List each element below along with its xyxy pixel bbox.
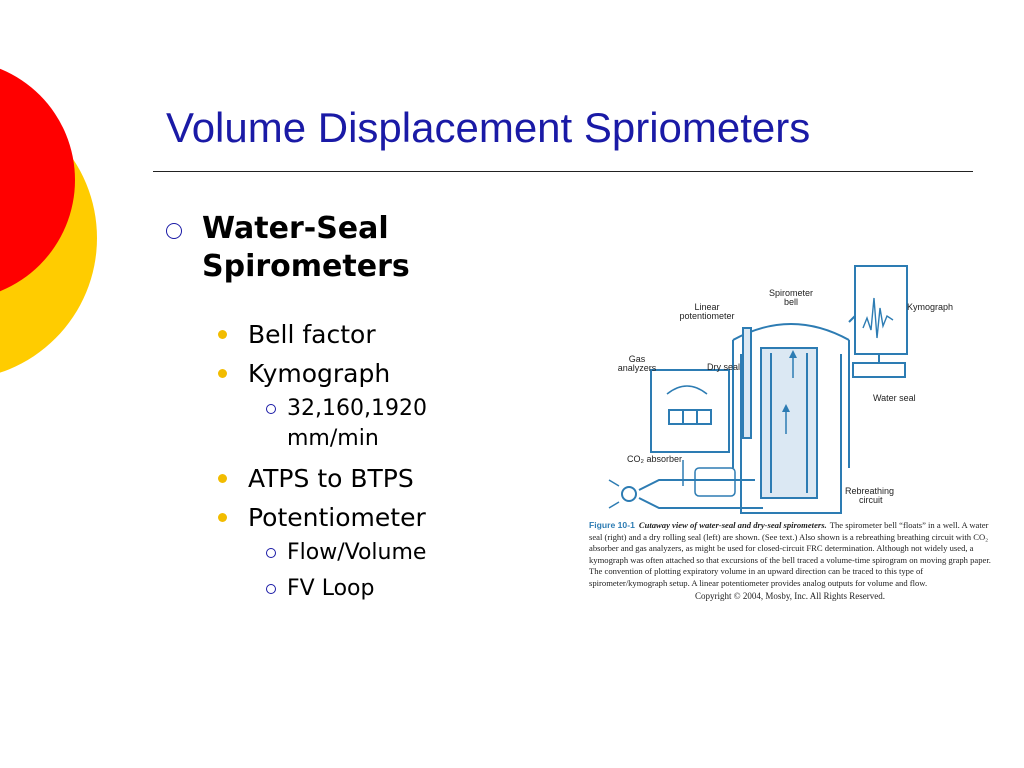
figure-label-dry-seal: Dry seal: [707, 362, 740, 372]
small-circle-bullet-icon: [266, 404, 276, 414]
slide-title: Volume Displacement Spriometers: [166, 104, 811, 151]
figure-number: Figure 10-1: [589, 520, 635, 530]
list-item: ATPS to BTPS: [218, 463, 496, 493]
spirometer-diagram: Spirometer bell Linear potentiometer Kym…: [583, 258, 993, 610]
sub-list-item: Flow/Volume: [266, 538, 496, 568]
small-circle-bullet-icon: [266, 584, 276, 594]
list-item: Bell factor: [218, 319, 496, 349]
sub-list-item-text: 32,160,1920 mm/min: [287, 396, 427, 451]
title-divider: [153, 171, 973, 172]
hollow-circle-bullet-icon: [166, 223, 182, 239]
figure-label-spirometer-bell: bell: [784, 297, 798, 307]
list-item-text: ATPS to BTPS: [248, 463, 414, 493]
figure-caption-body: The spirometer bell “floats” in a well. …: [589, 520, 991, 588]
figure-label-kymograph: Kymograph: [907, 302, 953, 312]
figure-copyright: Copyright © 2004, Mosby, Inc. All Rights…: [695, 591, 885, 601]
heading-bullet: Water-Seal Spirometers: [166, 210, 496, 286]
decorative-circles: [0, 0, 110, 420]
list-item: Potentiometer: [218, 502, 496, 532]
yellow-dot-bullet-icon: [218, 329, 227, 339]
small-circle-bullet-icon: [266, 548, 276, 558]
figure-label-water-seal: Water seal: [873, 393, 916, 403]
heading-text: Water-Seal Spirometers: [202, 211, 410, 284]
bullet-list: Water-Seal Spirometers Bell factor Kymog…: [166, 210, 496, 604]
list-item-text: Bell factor: [248, 319, 376, 349]
figure-label-rebreathing-circuit: Rebreathing: [845, 486, 894, 496]
figure-label-linear-potentiometer: Linear: [694, 302, 719, 312]
yellow-dot-bullet-icon: [218, 473, 227, 483]
sub-list-item-text: Flow/Volume: [287, 540, 427, 565]
figure-caption-title: Cutaway view of water-seal and dry-seal …: [638, 520, 827, 530]
list-item: Kymograph: [218, 358, 496, 388]
figure-label-spirometer-bell: Spirometer: [769, 288, 813, 298]
figure-label-gas-analyzers: Gas: [629, 354, 646, 364]
figure-label-rebreathing-circuit: circuit: [859, 495, 883, 505]
figure-label-gas-analyzers: analyzers: [618, 363, 657, 373]
sub-list-item: FV Loop: [266, 574, 496, 604]
figure-label-linear-potentiometer: potentiometer: [679, 311, 734, 321]
list-item-text: Kymograph: [248, 358, 391, 388]
list-item-text: Potentiometer: [248, 502, 426, 532]
yellow-dot-bullet-icon: [218, 512, 227, 522]
sub-list-item-text: FV Loop: [287, 576, 375, 601]
sub-list-item: 32,160,1920 mm/min: [266, 394, 496, 454]
figure-label-co2-absorber: CO₂ absorber: [627, 454, 682, 464]
yellow-dot-bullet-icon: [218, 368, 227, 378]
